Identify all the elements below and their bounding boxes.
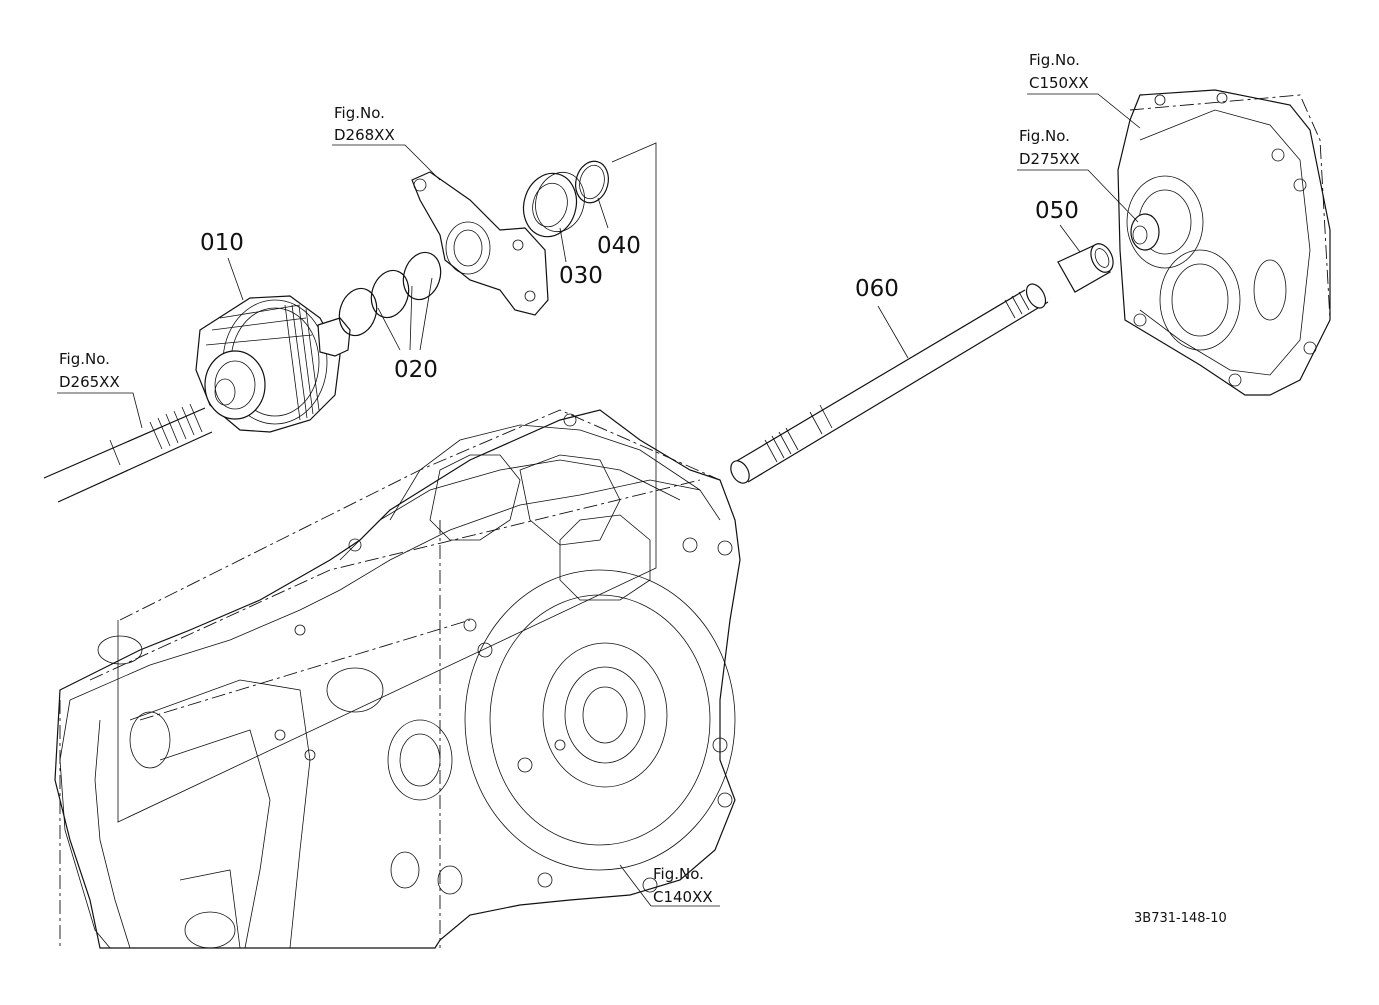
part-label-040: 040 bbox=[597, 233, 641, 259]
fig-ref-d275-code: D275XX bbox=[1019, 150, 1080, 168]
part-label-050: 050 bbox=[1035, 198, 1079, 224]
fig-ref-c150-label: Fig.No. bbox=[1029, 51, 1080, 69]
part-label-010: 010 bbox=[200, 230, 244, 256]
shaft-060-drawing bbox=[730, 283, 1049, 484]
transmission-case-drawing bbox=[54, 409, 741, 949]
fig-ref-c140-code: C140XX bbox=[653, 888, 713, 906]
rear-housing-drawing bbox=[1117, 89, 1331, 396]
snap-ring-040-drawing bbox=[575, 160, 609, 204]
input-shaft-drawing bbox=[43, 403, 213, 503]
fig-ref-d275-label: Fig.No. bbox=[1019, 127, 1070, 145]
fig-ref-d268-label: Fig.No. bbox=[334, 104, 385, 122]
clutch-pack-010-drawing bbox=[195, 295, 351, 433]
assembly-bracket-outline bbox=[117, 142, 657, 823]
fig-ref-d268-code: D268XX bbox=[334, 126, 395, 144]
document-id: 3B731-148-10 bbox=[1134, 911, 1227, 926]
part-label-030: 030 bbox=[559, 263, 603, 289]
part-label-060: 060 bbox=[855, 276, 899, 302]
fig-ref-c140-label: Fig.No. bbox=[653, 865, 704, 883]
lever-bracket-drawing bbox=[411, 171, 549, 316]
part-label-020: 020 bbox=[394, 357, 438, 383]
fig-ref-c150-code: C150XX bbox=[1029, 74, 1089, 92]
leader-lines bbox=[57, 93, 1141, 907]
bearing-030-drawing bbox=[522, 171, 585, 238]
fig-ref-d265-label: Fig.No. bbox=[59, 350, 110, 368]
fig-ref-d265-code: D265XX bbox=[59, 373, 120, 391]
sleeve-050-drawing bbox=[1057, 243, 1114, 293]
